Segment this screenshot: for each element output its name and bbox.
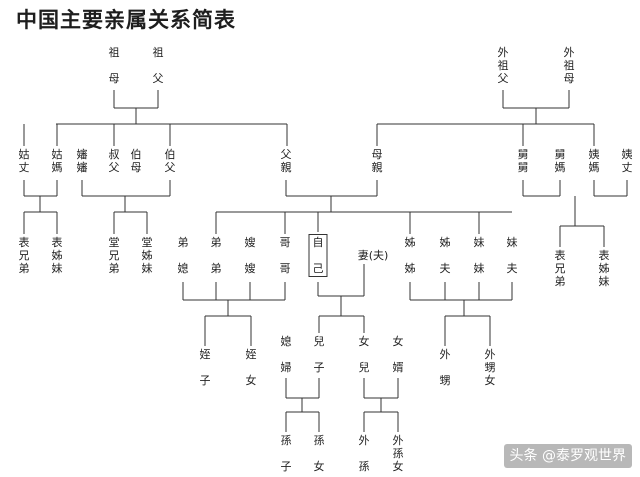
node-self: 自 己 xyxy=(308,234,328,277)
node-daughter-in-law: 媳 婦 xyxy=(280,335,292,374)
node-cousin-sisters-left: 表 姊 妹 xyxy=(51,236,63,275)
node-nephew: 姪 子 xyxy=(199,348,211,387)
node-son-in-law: 女 婿 xyxy=(392,335,404,374)
node-cousin-brothers-right: 表 兄 弟 xyxy=(554,249,566,288)
node-spouse: 妻(夫) xyxy=(357,249,389,262)
node-younger-sister-husband: 妹 夫 xyxy=(506,236,518,275)
chart-title: 中国主要亲属关系简表 xyxy=(16,8,236,32)
node-bomu: 伯 母 xyxy=(130,148,142,174)
node-jiujiu: 舅 舅 xyxy=(517,148,529,174)
node-bofu: 伯 父 xyxy=(164,148,176,174)
node-guzhang: 姑 丈 xyxy=(18,148,30,174)
node-mother: 母 親 xyxy=(371,148,383,174)
node-sisters-son: 外 甥 xyxy=(439,348,451,387)
node-niece: 姪 女 xyxy=(245,348,257,387)
node-maternal-grandfather: 外 祖 父 xyxy=(497,46,509,85)
node-grandmother: 祖 母 xyxy=(108,46,120,85)
node-tang-sisters: 堂 姊 妹 xyxy=(141,236,153,275)
node-gumu: 姑 媽 xyxy=(51,148,63,174)
node-daughters-daughter: 外 孫 女 xyxy=(392,434,404,473)
node-shenshen: 嬸 嬸 xyxy=(76,148,88,174)
node-grandson: 孫 子 xyxy=(280,434,292,473)
node-younger-sister: 妹 妹 xyxy=(473,236,485,275)
node-father: 父 親 xyxy=(280,148,292,174)
node-elder-sister: 姊 姊 xyxy=(404,236,416,275)
node-younger-brother-wife: 弟 媳 xyxy=(177,236,189,275)
node-shufu: 叔 父 xyxy=(108,148,120,174)
node-elder-brother: 哥 哥 xyxy=(279,236,291,275)
node-sisters-daughter: 外 甥 女 xyxy=(484,348,496,387)
node-elder-brother-wife: 嫂 嫂 xyxy=(244,236,256,275)
node-grandfather: 祖 父 xyxy=(152,46,164,85)
node-cousin-brothers-left: 表 兄 弟 xyxy=(18,236,30,275)
node-daughter: 女 兒 xyxy=(358,335,370,374)
node-elder-sister-husband: 姊 夫 xyxy=(439,236,451,275)
node-cousin-sisters-right: 表 姊 妹 xyxy=(598,249,610,288)
node-granddaughter: 孫 女 xyxy=(313,434,325,473)
node-son: 兒 子 xyxy=(313,335,325,374)
node-yima: 姨 媽 xyxy=(588,148,600,174)
connector-lines xyxy=(23,90,628,432)
node-yizhang: 姨 丈 xyxy=(621,148,633,174)
node-daughters-son: 外 孫 xyxy=(358,434,370,473)
node-tang-brothers: 堂 兄 弟 xyxy=(108,236,120,275)
node-jiuma: 舅 媽 xyxy=(554,148,566,174)
node-younger-brother: 弟 弟 xyxy=(210,236,222,275)
watermark-badge: 头条 @泰罗观世界 xyxy=(503,444,632,468)
node-maternal-grandmother: 外 祖 母 xyxy=(563,46,575,85)
